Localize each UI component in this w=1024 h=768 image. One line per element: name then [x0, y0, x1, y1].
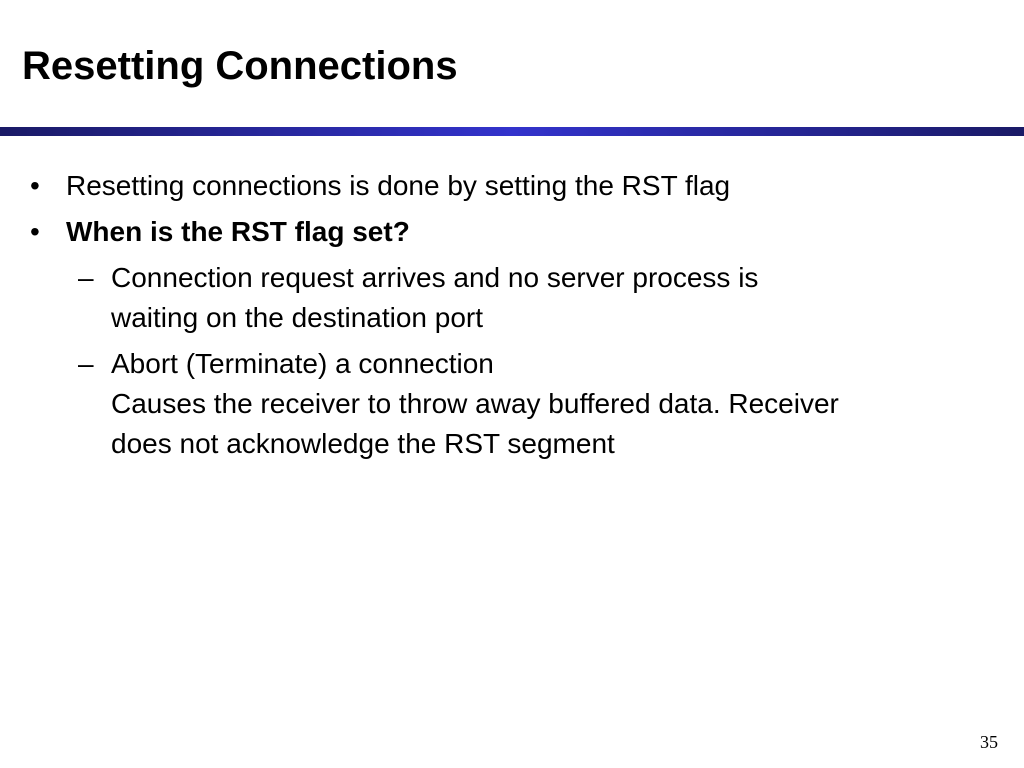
slide-content: • Resetting connections is done by setti… [0, 160, 1024, 464]
page-number: 35 [980, 732, 998, 752]
bullet-item: • When is the RST flag set? [0, 212, 1024, 252]
bullet-text: Resetting connections is done by setting… [66, 170, 731, 201]
bullet-marker: • [30, 216, 40, 247]
sub-bullet-line: Connection request arrives and no server… [111, 262, 759, 293]
title-divider [0, 127, 1024, 136]
sub-bullet-marker: – [78, 262, 94, 293]
sub-bullet-item: – Abort (Terminate) a connection Causes … [0, 344, 1024, 464]
sub-bullet-item: – Connection request arrives and no serv… [0, 258, 1024, 338]
sub-bullet-line: Causes the receiver to throw away buffer… [111, 388, 839, 419]
bullet-item: • Resetting connections is done by setti… [0, 166, 1024, 206]
sub-bullet-line: waiting on the destination port [111, 302, 484, 333]
sub-bullet-line: does not acknowledge the RST segment [111, 428, 615, 459]
bullet-text: When is the RST flag set? [66, 216, 410, 247]
sub-bullet-marker: – [78, 348, 94, 379]
sub-bullet-line: Abort (Terminate) a connection [111, 348, 494, 379]
slide-title: Resetting Connections [22, 44, 458, 88]
bullet-marker: • [30, 170, 40, 201]
